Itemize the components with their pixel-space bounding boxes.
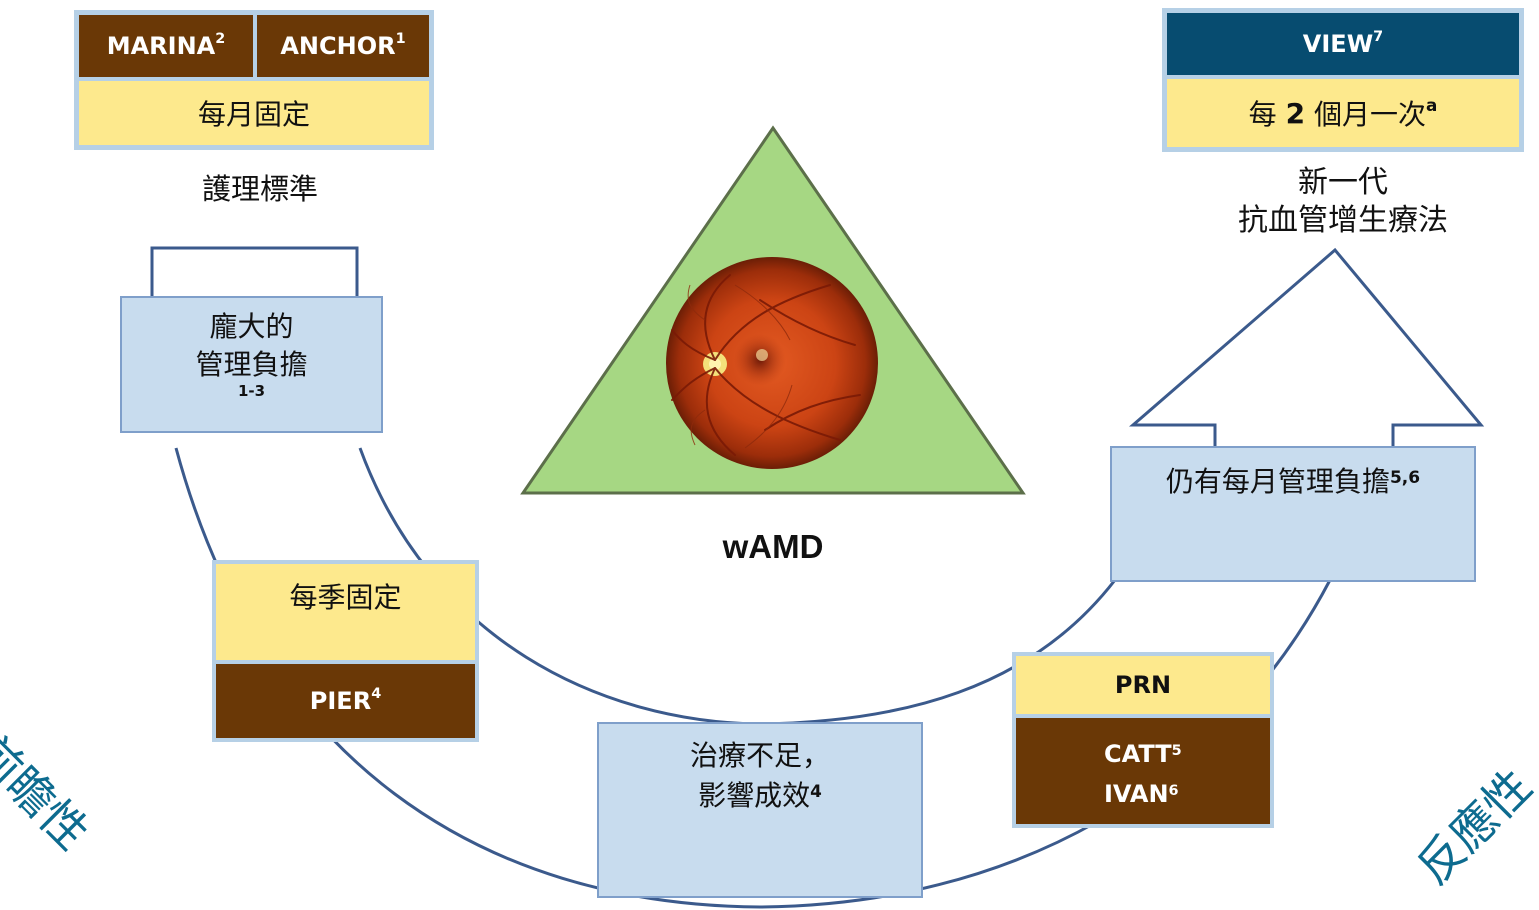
pier-label: PIER bbox=[309, 687, 372, 715]
standard-of-care-caption: 護理標準 bbox=[130, 170, 390, 208]
wamd-label: wAMD bbox=[673, 528, 873, 566]
bimonthly-number: 2 bbox=[1285, 96, 1306, 130]
undertreatment-line2: 影響成效 bbox=[698, 779, 811, 812]
marina-label: MARINA bbox=[106, 32, 216, 60]
catt-label: CATT bbox=[1104, 740, 1172, 768]
anchor-label: ANCHOR bbox=[280, 32, 396, 60]
monthly-burden-text: 仍有每月管理負擔 bbox=[1165, 465, 1390, 498]
prn-label: PRN bbox=[1114, 671, 1172, 699]
quarterly-fixed-regimen: 每季固定 bbox=[216, 564, 475, 660]
ivan-ref: 6 bbox=[1168, 782, 1179, 799]
undertreatment-box: 治療不足， 影響成效4 bbox=[597, 722, 923, 898]
next-gen-line1: 新一代 bbox=[1298, 165, 1388, 200]
monthly-fixed-label: 每月固定 bbox=[197, 98, 310, 131]
catt-ivan-trial-cell: CATT5 IVAN6 bbox=[1016, 718, 1270, 824]
undertreatment-line2-wrap: 影響成效4 bbox=[599, 776, 921, 816]
heavy-burden-line1: 龐大的 bbox=[209, 310, 294, 343]
standard-of-care-text: 護理標準 bbox=[201, 172, 318, 206]
next-gen-line2: 抗血管增生療法 bbox=[1238, 203, 1448, 238]
retina-fundus-image bbox=[666, 257, 878, 469]
bimonthly-prefix: 每 bbox=[1248, 98, 1277, 131]
heavy-burden-line2: 管理負擔 bbox=[195, 348, 308, 381]
monthly-burden-box: 仍有每月管理負擔5,6 bbox=[1110, 446, 1476, 582]
wamd-text: wAMD bbox=[722, 528, 824, 565]
next-gen-caption: 新一代 抗血管增生療法 bbox=[1180, 164, 1506, 240]
monthly-fixed-regimen: 每月固定 bbox=[79, 81, 429, 145]
undertreatment-ref: 4 bbox=[810, 780, 822, 801]
bracket-connector bbox=[150, 246, 359, 298]
monthly-burden-ref: 5,6 bbox=[1389, 467, 1421, 488]
quarterly-fixed-label: 每季固定 bbox=[289, 581, 402, 614]
catt-ref: 5 bbox=[1171, 742, 1182, 759]
view-label: VIEW bbox=[1302, 30, 1374, 58]
prn-regimen: PRN bbox=[1016, 656, 1270, 714]
undertreatment-line1: 治療不足， bbox=[689, 739, 830, 772]
upward-arrow bbox=[1128, 247, 1485, 446]
heavy-burden-box: 龐大的 管理負擔 1-3 bbox=[120, 296, 383, 433]
bimonthly-suffix: 個月一次 bbox=[1313, 98, 1426, 131]
ivan-label: IVAN bbox=[1104, 780, 1169, 808]
heavy-burden-ref: 1-3 bbox=[237, 382, 266, 400]
